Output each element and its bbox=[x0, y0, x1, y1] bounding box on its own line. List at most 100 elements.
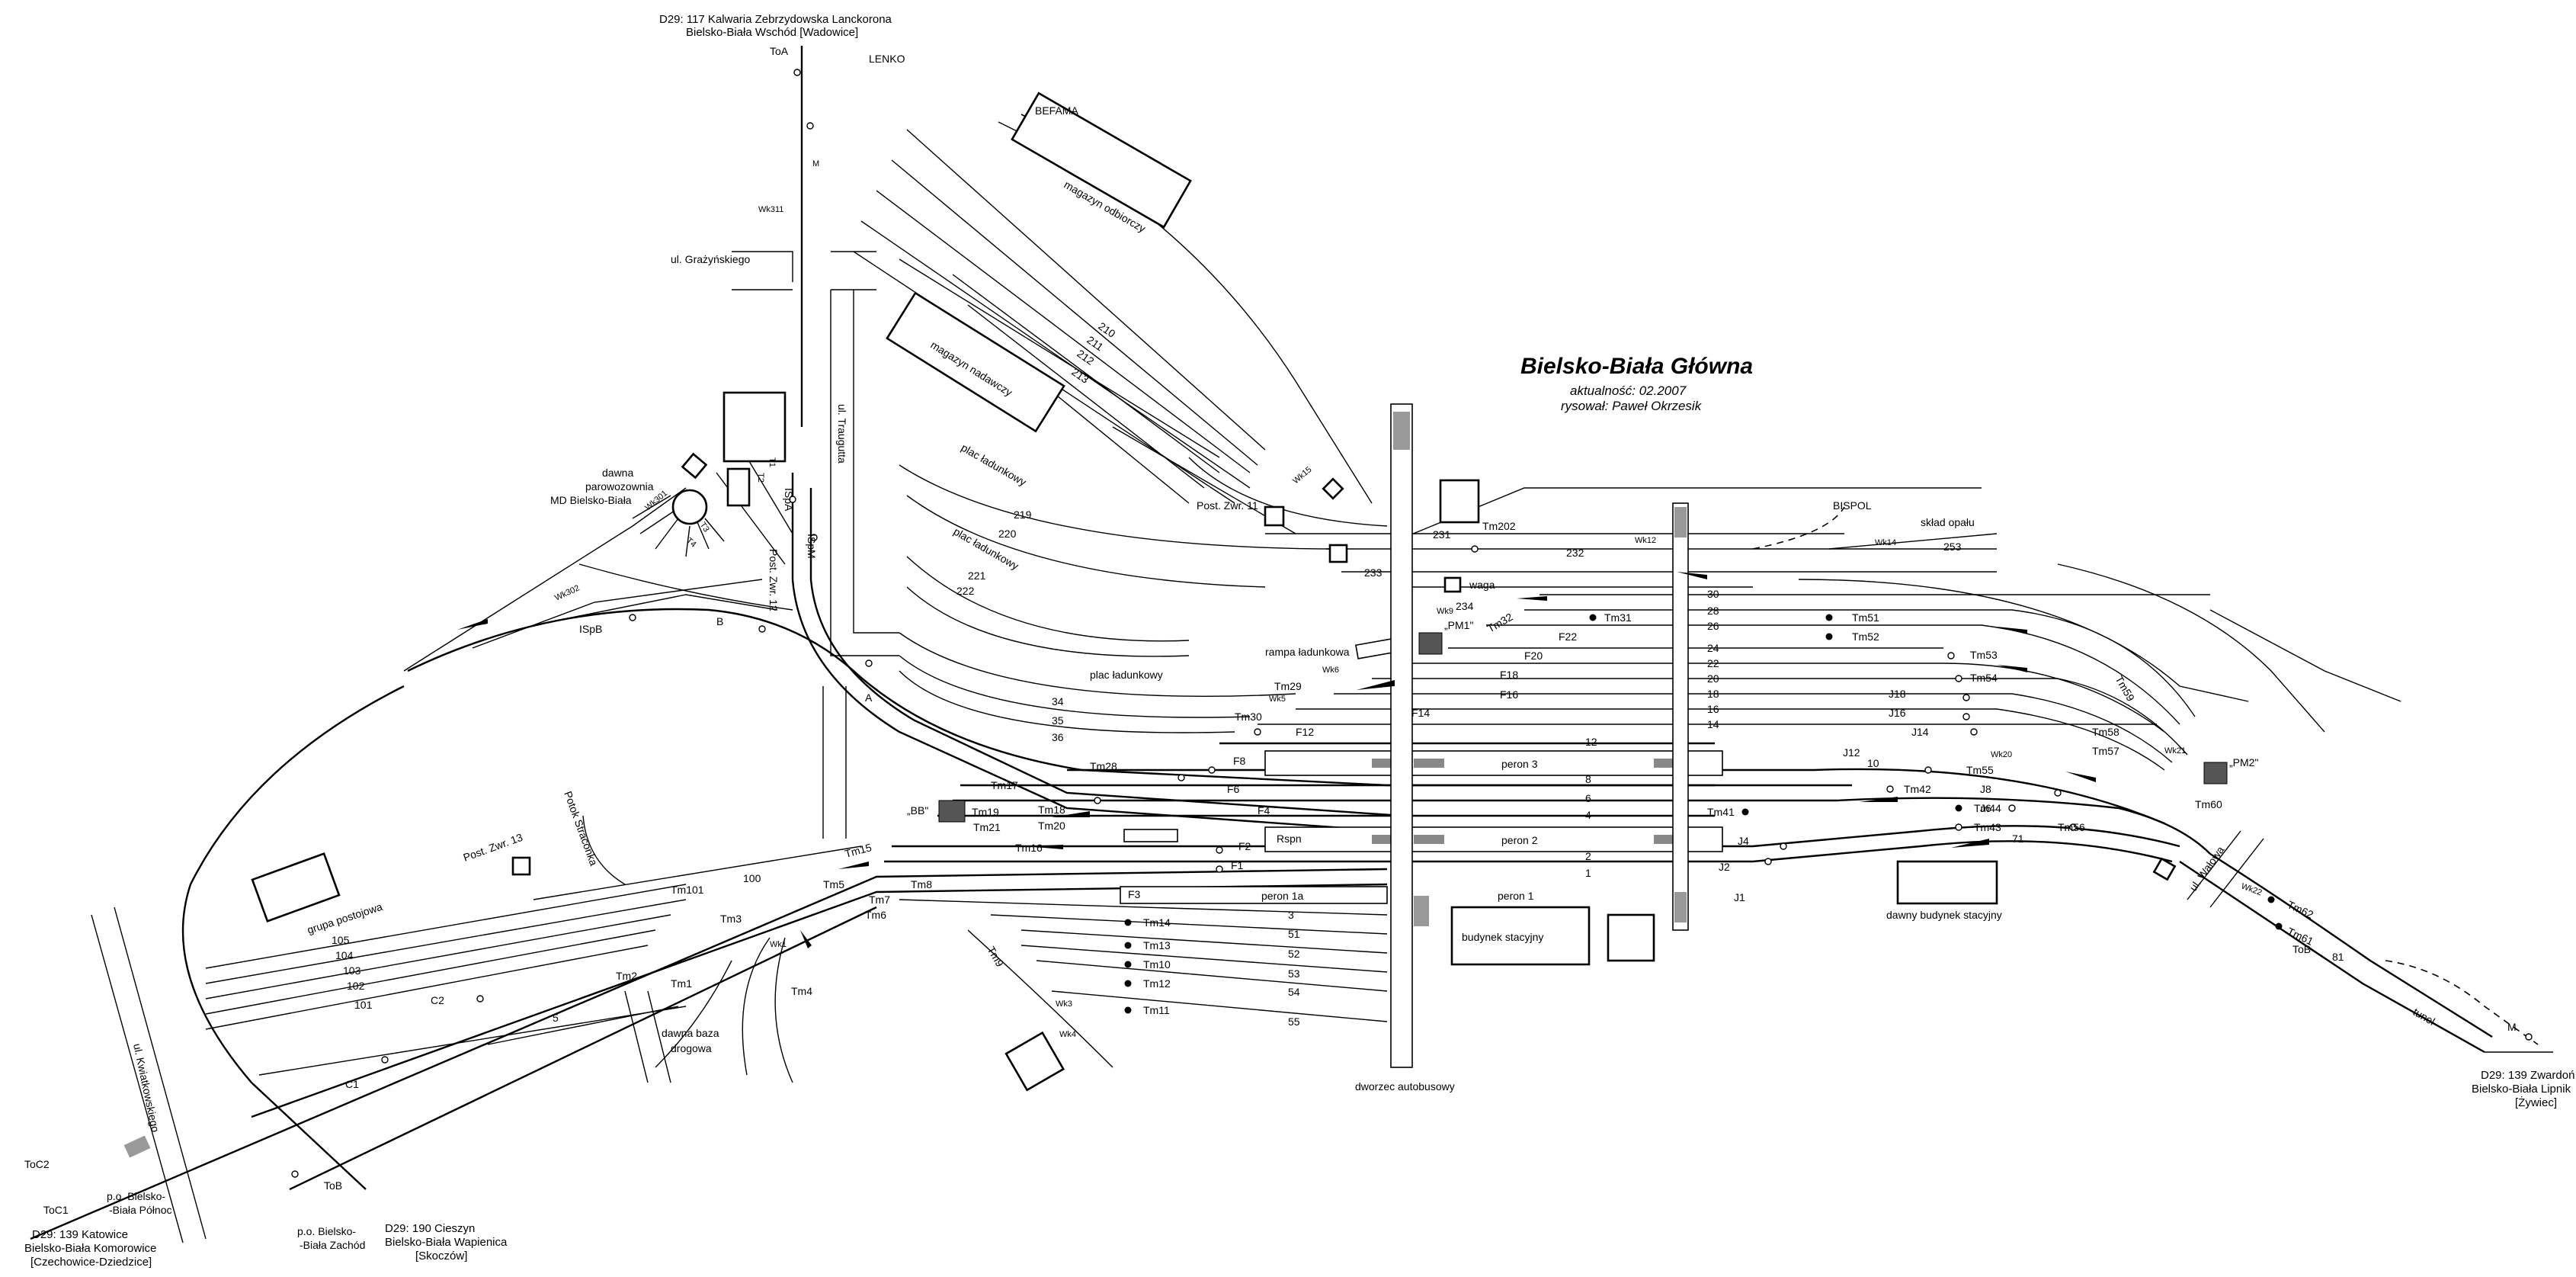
dir-north-1: D29: 117 Kalwaria Zebrzydowska Lanckoron… bbox=[659, 13, 892, 26]
track-57 bbox=[967, 929, 1113, 1068]
road-walowa-2 bbox=[2209, 838, 2264, 908]
label-tm16: Tm16 bbox=[1015, 842, 1043, 854]
track-100 bbox=[533, 845, 862, 900]
label-tm20: Tm20 bbox=[1038, 820, 1065, 832]
signal-c2-icon bbox=[476, 995, 484, 1003]
signal-tm44-icon bbox=[1955, 804, 1962, 812]
track-baza-1 bbox=[742, 937, 771, 1076]
label-tm53: Tm53 bbox=[1970, 649, 1998, 661]
track-102 bbox=[205, 929, 656, 1015]
tn-16: 16 bbox=[1707, 703, 1719, 715]
label-pm2: „PM2" bbox=[2229, 756, 2258, 768]
track-c1 bbox=[258, 1006, 687, 1076]
label-tm55: Tm55 bbox=[1966, 764, 1994, 776]
signal-f6-icon bbox=[1177, 774, 1185, 781]
track-190-sw bbox=[251, 883, 1388, 1118]
dir-se-1: D29: 139 Zwardoń bbox=[2481, 1069, 2574, 1082]
label-tm12: Tm12 bbox=[1143, 977, 1171, 990]
pm2-box bbox=[2203, 762, 2228, 784]
signal-a-icon bbox=[865, 659, 873, 667]
label-tm54: Tm54 bbox=[1970, 672, 1998, 684]
peron-2-shelter-2 bbox=[1414, 835, 1444, 844]
tn-12: 12 bbox=[1585, 736, 1597, 748]
tn-20: 20 bbox=[1707, 672, 1719, 685]
station-title: Bielsko-Biała Główna bbox=[1520, 354, 1753, 379]
switch-wedge-10 bbox=[800, 930, 812, 948]
label-tm28: Tm28 bbox=[1090, 760, 1117, 772]
signal-tm54-icon bbox=[1955, 675, 1962, 682]
switch-wedge-3 bbox=[1357, 680, 1395, 690]
track-190-sw-2 bbox=[289, 906, 877, 1191]
label-ispm: ISpM bbox=[806, 534, 818, 559]
tn-22: 22 bbox=[1707, 657, 1719, 669]
label-toc2: ToC2 bbox=[24, 1158, 50, 1170]
signal-tm202-icon bbox=[1471, 545, 1479, 553]
footbridge-east-stair-2 bbox=[1674, 892, 1687, 922]
se-hut bbox=[2152, 857, 2177, 881]
track-loop-west bbox=[181, 685, 405, 1190]
footbridge-west-stair bbox=[1393, 412, 1410, 450]
track-231 bbox=[1394, 487, 1982, 542]
tn-101: 101 bbox=[354, 999, 373, 1011]
label-tm8: Tm8 bbox=[911, 878, 932, 890]
signal-tm53-icon bbox=[1947, 652, 1955, 659]
magazyn-odbiorczy-building bbox=[1011, 91, 1192, 229]
direction-labels: D29: 117 Kalwaria Zebrzydowska Lanckoron… bbox=[24, 13, 2574, 1269]
track-117-approach bbox=[791, 473, 1388, 833]
track-35 bbox=[899, 655, 1251, 718]
label-wk1: Wk1 bbox=[770, 940, 787, 949]
signal-tm14-icon bbox=[1124, 919, 1132, 926]
grupa-building bbox=[251, 852, 341, 923]
track-55 bbox=[1051, 990, 1388, 1022]
label-ispa: ISpA bbox=[783, 488, 795, 512]
footbridge-west bbox=[1390, 403, 1413, 1068]
depot-hut bbox=[681, 452, 708, 480]
label-post-zwr12: Post. Zwr. 12 bbox=[767, 549, 780, 611]
sidings-south bbox=[655, 899, 1388, 1083]
track-baza-3 bbox=[655, 960, 732, 1068]
track-139-sw bbox=[30, 868, 1388, 1240]
label-f12: F12 bbox=[1296, 726, 1314, 738]
tn-2: 2 bbox=[1585, 850, 1591, 862]
label-f4: F4 bbox=[1258, 804, 1270, 817]
label-tm202: Tm202 bbox=[1482, 520, 1516, 532]
label-tm4: Tm4 bbox=[791, 985, 812, 997]
label-wk311: Wk311 bbox=[758, 205, 783, 214]
label-f8: F8 bbox=[1233, 755, 1246, 767]
label-tm52: Tm52 bbox=[1852, 630, 1879, 643]
label-wk3: Wk3 bbox=[1056, 999, 1072, 1009]
road-walowa-1 bbox=[2187, 830, 2241, 900]
track-east-siding bbox=[2209, 609, 2401, 702]
signal-f4-icon bbox=[1094, 797, 1101, 804]
label-tm57: Tm57 bbox=[2092, 745, 2119, 757]
tn-34: 34 bbox=[1052, 695, 1064, 707]
label-tm58: Tm58 bbox=[2092, 726, 2119, 738]
label-tm9: Tm9 bbox=[985, 945, 1006, 969]
peron-1a-platform bbox=[1120, 886, 1388, 904]
signal-toa-icon bbox=[793, 69, 801, 76]
signal-c1-icon bbox=[381, 1056, 389, 1064]
label-tm6: Tm6 bbox=[865, 909, 886, 921]
label-toc1: ToC1 bbox=[43, 1204, 69, 1216]
signal-tm51-icon bbox=[1825, 614, 1833, 621]
label-tm13: Tm13 bbox=[1143, 939, 1171, 951]
label-grupa: grupa postojowa bbox=[306, 900, 384, 936]
depot-ray-3 bbox=[655, 518, 679, 550]
tn-28: 28 bbox=[1707, 605, 1719, 617]
switch-wedge-6 bbox=[1997, 627, 2027, 634]
track-220 bbox=[906, 495, 1266, 588]
label-wk9: Wk9 bbox=[1437, 607, 1453, 616]
author: rysował: Paweł Okrzesik bbox=[1561, 399, 1703, 413]
signal-labels: ToA M Wk311 Wk301 Wk302 T1 T2 T3 T4 ISpA… bbox=[24, 45, 2517, 1216]
signal-f12-icon bbox=[1254, 728, 1261, 736]
label-j1: J1 bbox=[1734, 891, 1745, 903]
signal-tm43-icon bbox=[1955, 823, 1962, 831]
label-stacyjny: budynek stacyjny bbox=[1462, 931, 1543, 943]
label-dawny-stacyjny: dawny budynek stacyjny bbox=[1886, 909, 2002, 921]
label-bb: „BB" bbox=[907, 804, 928, 817]
signal-tm55-icon bbox=[1924, 766, 1932, 774]
road-kwiatkowskiego-2 bbox=[114, 906, 207, 1240]
magazyn-nadawczy-building bbox=[886, 291, 1065, 433]
switch-wedge-5 bbox=[1951, 839, 1989, 848]
track-10 bbox=[1067, 768, 2165, 825]
